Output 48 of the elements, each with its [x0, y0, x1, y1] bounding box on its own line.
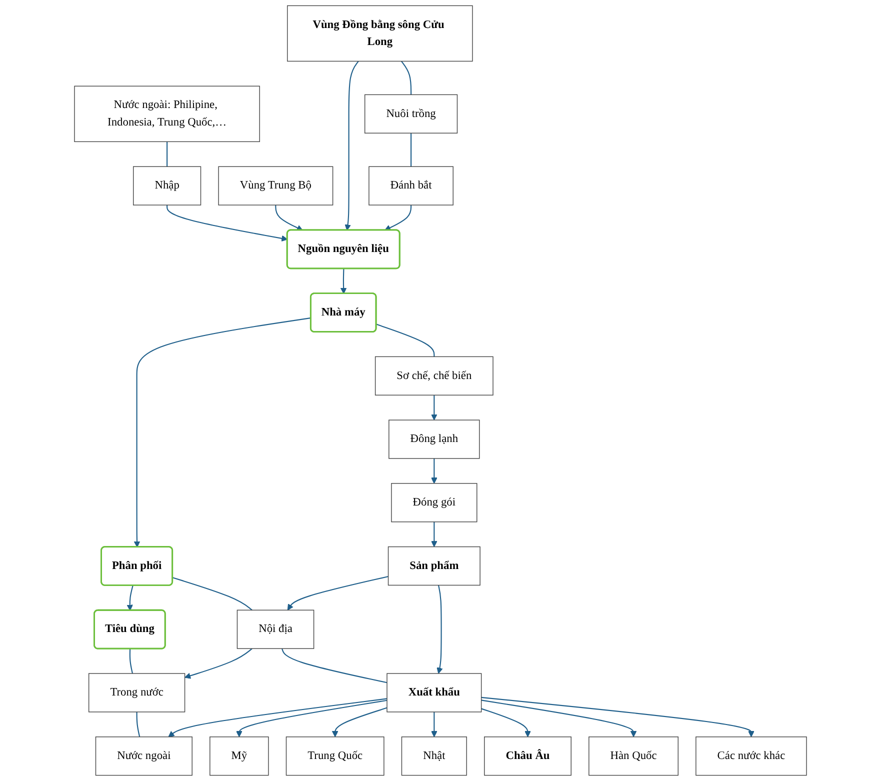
- connector: [400, 60, 412, 95]
- node-box: Nước ngoài: Philipine, Indonesia, Trung Quốc,…: [74, 86, 260, 142]
- arrow: [184, 648, 252, 679]
- node-box: Vùng Trung Bộ: [218, 166, 334, 206]
- arrow: [431, 712, 438, 738]
- connector: [129, 648, 134, 674]
- arrow: [431, 395, 438, 420]
- arrow: [236, 700, 388, 738]
- node-box: Nhập: [133, 166, 202, 206]
- node-box: Sơ chế, chế biến: [374, 356, 494, 396]
- arrow: [481, 696, 754, 738]
- arrow: [340, 268, 347, 294]
- arrow: [431, 522, 438, 548]
- node-box: Trong nước: [88, 673, 186, 712]
- connector: [172, 577, 252, 611]
- arrow: [436, 585, 443, 674]
- node-box: Nuôi trồng: [364, 94, 458, 134]
- arrow: [481, 708, 531, 738]
- node-box: Hàn Quốc: [588, 736, 678, 776]
- node-box: Nội địa: [236, 610, 314, 649]
- arrow: [168, 698, 388, 738]
- arrow: [431, 458, 438, 484]
- node-box: Nước ngoài: [95, 736, 192, 776]
- arrow: [384, 205, 412, 231]
- arrow: [344, 60, 359, 231]
- connector: [376, 324, 435, 357]
- node-box: Vùng Đồng bằng sông Cửu Long: [287, 5, 473, 62]
- connector: [410, 133, 412, 167]
- node-box: Đóng gói: [391, 483, 478, 522]
- arrow: [134, 317, 312, 548]
- node-box: Xuất khẩu: [386, 673, 482, 712]
- arrow: [332, 707, 388, 738]
- connector: [136, 712, 140, 737]
- node-box: Các nước khác: [696, 736, 807, 776]
- arrow: [287, 576, 388, 610]
- node-box: Mỹ: [210, 736, 269, 776]
- node-box: Châu Âu: [484, 736, 572, 776]
- arrow: [126, 585, 134, 611]
- arrow: [481, 700, 637, 738]
- arrow: [275, 205, 303, 231]
- node-box: Sản phẩm: [388, 546, 480, 586]
- node-box: Trung Quốc: [286, 736, 384, 776]
- connector: [166, 142, 168, 167]
- arrow: [166, 205, 288, 242]
- node-box: Nhật: [401, 736, 467, 776]
- node-box: Đông lạnh: [388, 420, 480, 459]
- connector: [282, 648, 388, 684]
- node-box: Đánh bắt: [368, 166, 454, 206]
